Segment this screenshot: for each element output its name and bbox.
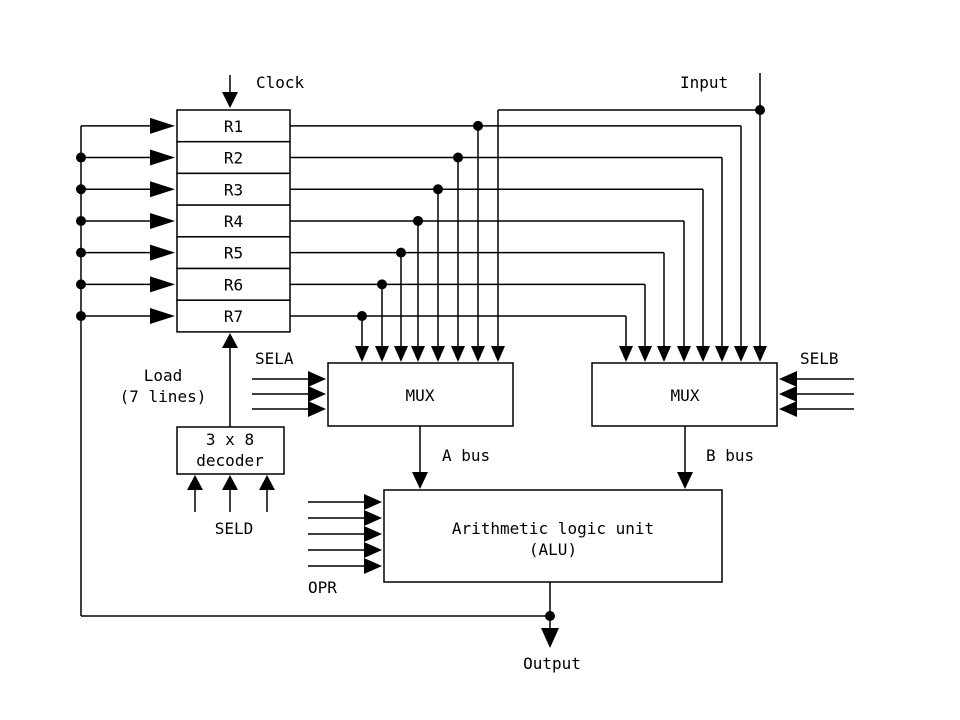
selb-label: SELB	[800, 349, 839, 368]
output-label: Output	[523, 654, 581, 673]
decoder-label-line2: decoder	[196, 451, 264, 470]
bus-wires	[290, 105, 767, 362]
register-label: R2	[224, 149, 243, 168]
b-bus-line	[677, 426, 693, 489]
mux-b-box	[591, 362, 778, 427]
seld-input-lines	[187, 475, 275, 512]
clock-line	[222, 75, 238, 108]
alu-label-line2: (ALU)	[529, 540, 577, 559]
alu-box	[383, 489, 723, 583]
register-label: R1	[224, 117, 243, 136]
b-bus-label: B bus	[706, 446, 754, 465]
register-r2	[176, 140, 291, 175]
load-label-line1: Load	[144, 366, 183, 385]
load-label-line2: (7 lines)	[120, 387, 207, 406]
seld-label: SELD	[215, 519, 254, 538]
register-label: R6	[224, 275, 243, 294]
sela-input-lines	[252, 371, 326, 417]
opr-input-lines	[308, 494, 382, 574]
clock-label: Clock	[256, 73, 305, 92]
decoder-box	[176, 426, 285, 475]
register-r7	[176, 299, 291, 333]
a-bus-line	[412, 426, 428, 489]
register-label: R5	[224, 244, 243, 263]
sela-label: SELA	[255, 349, 294, 368]
alu-label-line1: Arithmetic logic unit	[452, 519, 654, 538]
register-r6	[176, 267, 291, 301]
selb-input-lines	[779, 371, 854, 417]
a-bus-label: A bus	[442, 446, 490, 465]
opr-label: OPR	[308, 578, 337, 597]
register-label: R4	[224, 212, 243, 231]
mux-a-label: MUX	[406, 386, 435, 405]
decoder-label-line1: 3 x 8	[206, 430, 254, 449]
register-label: R7	[224, 307, 243, 326]
feedback-bus	[76, 117, 550, 617]
register-label: R3	[224, 180, 243, 199]
register-r1	[176, 109, 291, 143]
input-label: Input	[680, 73, 728, 92]
mux-a-box	[327, 362, 514, 427]
output-line	[541, 582, 559, 648]
decoder-load-line	[222, 333, 238, 427]
mux-b-label: MUX	[671, 386, 700, 405]
